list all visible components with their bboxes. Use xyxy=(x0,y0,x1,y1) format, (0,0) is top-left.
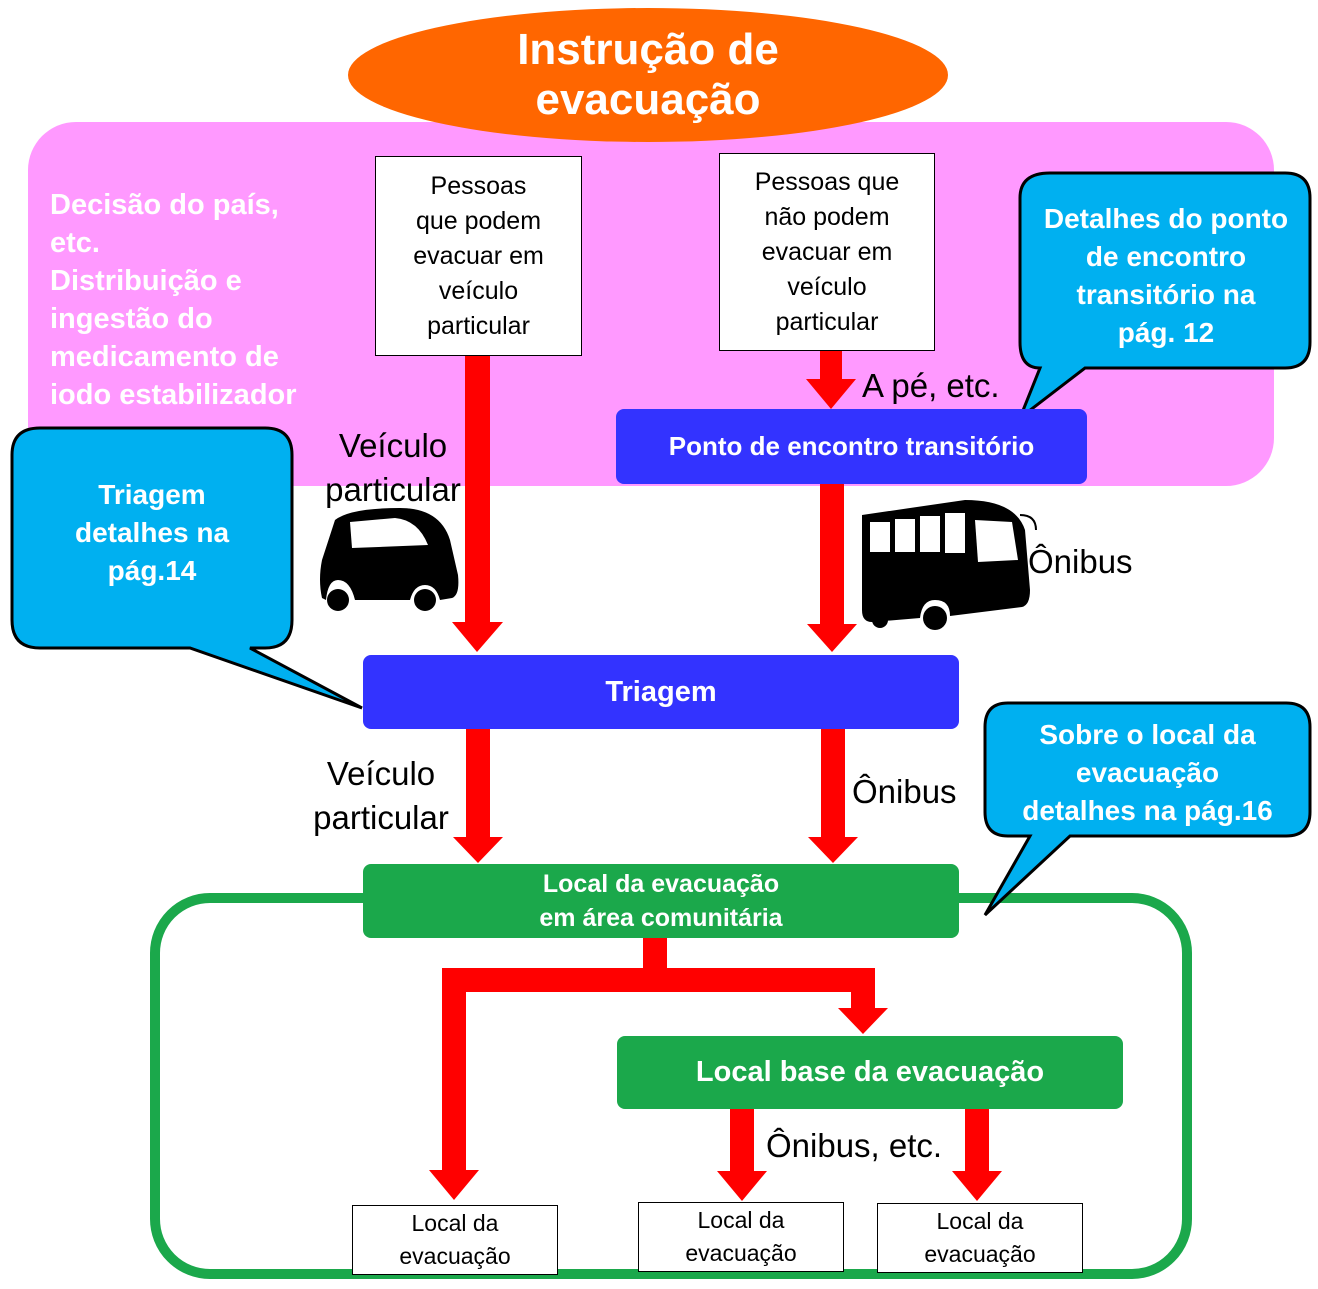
arrow-bus-to-screening xyxy=(820,484,844,626)
arrow-walk xyxy=(820,351,842,381)
dest-line: Local da xyxy=(936,1208,1024,1234)
title-line: evacuação xyxy=(535,75,761,124)
arrow-base-left-head xyxy=(717,1171,767,1201)
arrow-split-stem xyxy=(643,938,667,972)
bus-icon xyxy=(862,500,1037,630)
box-line: que podem xyxy=(415,206,542,235)
callout-line: pág.14 xyxy=(107,555,197,586)
dest-line: evacuação xyxy=(924,1241,1036,1267)
arrow-split-right-down xyxy=(851,968,875,1010)
arrow-bus-to-screening-head xyxy=(807,624,857,652)
box-line: Pessoas xyxy=(430,171,527,200)
callout-line: transitório na xyxy=(1076,279,1256,310)
arrow-mid-left xyxy=(466,729,490,839)
base-evacuation-site: Local base da evacuação xyxy=(617,1036,1123,1109)
callout-line: detalhes na xyxy=(74,517,230,548)
decision-line: Decisão do país, xyxy=(50,189,279,221)
box-line: evacuar em xyxy=(761,237,893,266)
box-line: não podem xyxy=(764,202,890,231)
callout-line: detalhes na pág.16 xyxy=(1022,795,1273,826)
walk-label: A pé, etc. xyxy=(862,367,1000,404)
evacuation-instruction-title: Instrução de evacuação xyxy=(348,8,948,142)
dest-line: evacuação xyxy=(685,1240,797,1266)
label-line: particular xyxy=(325,471,461,508)
vehicle-label-mid: Veículo particular xyxy=(300,752,462,840)
transitional-rally-point: Ponto de encontro transitório xyxy=(616,409,1087,484)
arrow-split-bar xyxy=(442,968,875,992)
box-line: veículo xyxy=(438,276,519,305)
callout-line: Detalhes do ponto xyxy=(1043,203,1289,234)
box-line: veículo xyxy=(787,272,867,301)
evacuation-site-box: Local da evacuação xyxy=(877,1203,1083,1273)
box-line: particular xyxy=(427,311,530,340)
decision-line: ingestão do xyxy=(50,303,213,335)
car-icon xyxy=(320,508,459,611)
callout-rally-details: Detalhes do ponto de encontro transitóri… xyxy=(1020,200,1312,352)
private-vehicle-evacuees-box: Pessoas que podem evacuar em veículo par… xyxy=(375,156,582,356)
bus-label-top: Ônibus xyxy=(1028,543,1133,580)
decision-line: iodo estabilizador xyxy=(50,379,297,411)
community-evacuation-site: Local da evacuação em área comunitária xyxy=(363,864,959,938)
dest-line: evacuação xyxy=(399,1243,511,1269)
screening-stage: Triagem xyxy=(363,655,959,729)
base-site-label: Local base da evacuação xyxy=(695,1056,1045,1088)
arrow-split-right-head xyxy=(838,1008,888,1034)
screening-label: Triagem xyxy=(605,675,717,708)
box-line: particular xyxy=(775,307,879,336)
bus-etc-label: Ônibus, etc. xyxy=(766,1127,943,1164)
callout-line: Sobre o local da xyxy=(1039,719,1256,750)
arrow-base-left xyxy=(730,1109,754,1173)
evacuation-site-box: Local da evacuação xyxy=(352,1205,558,1275)
arrow-private-to-screening xyxy=(465,356,490,624)
rally-point-label: Ponto de encontro transitório xyxy=(668,431,1035,461)
flow-arrows xyxy=(429,351,1002,1201)
label-line: Veículo xyxy=(338,427,448,464)
arrow-split-left-head xyxy=(429,1170,479,1200)
arrow-base-right-head xyxy=(952,1171,1002,1201)
decision-line: Distribuição e xyxy=(50,265,242,297)
dest-line: Local da xyxy=(411,1210,499,1236)
callout-line: de encontro xyxy=(1085,241,1247,272)
box-line: Pessoas que xyxy=(754,167,900,196)
decision-line: etc. xyxy=(50,227,100,259)
label-line: Veículo xyxy=(326,755,436,792)
arrow-walk-head xyxy=(806,379,856,409)
vehicle-label-top: Veículo particular xyxy=(318,424,468,512)
box-line: evacuar em xyxy=(413,241,544,270)
label-line: particular xyxy=(313,799,449,836)
no-private-vehicle-evacuees-box: Pessoas que não podem evacuar em veículo… xyxy=(719,153,935,351)
arrow-private-to-screening-head xyxy=(452,622,503,652)
arrow-mid-right-head xyxy=(808,837,858,863)
arrow-split-left-down xyxy=(442,968,466,1172)
dest-line: Local da xyxy=(697,1207,785,1233)
arrow-base-right xyxy=(965,1109,989,1173)
callout-site-shape xyxy=(983,701,1312,917)
callout-line: pág. 12 xyxy=(1117,317,1215,348)
callout-line: evacuação xyxy=(1075,757,1220,788)
decision-text: Decisão do país, etc. Distribuição e ing… xyxy=(50,186,350,414)
callout-site-details: Sobre o local da evacuação detalhes na p… xyxy=(985,716,1310,830)
decision-line: medicamento de xyxy=(50,341,279,373)
callout-line: Triagem xyxy=(98,479,206,510)
title-line: Instrução de xyxy=(517,25,779,74)
bus-label-mid: Ônibus xyxy=(852,773,957,810)
arrow-mid-right xyxy=(821,729,845,839)
callout-screening-details: Triagem detalhes na pág.14 xyxy=(12,476,292,590)
evacuation-site-box: Local da evacuação xyxy=(638,1202,844,1272)
community-line: Local da evacuação xyxy=(542,870,780,898)
community-line: em área comunitária xyxy=(539,904,783,932)
callout-screening-shape xyxy=(10,426,363,710)
callout-rally-shape xyxy=(1016,171,1312,423)
arrow-mid-left-head xyxy=(453,837,503,863)
